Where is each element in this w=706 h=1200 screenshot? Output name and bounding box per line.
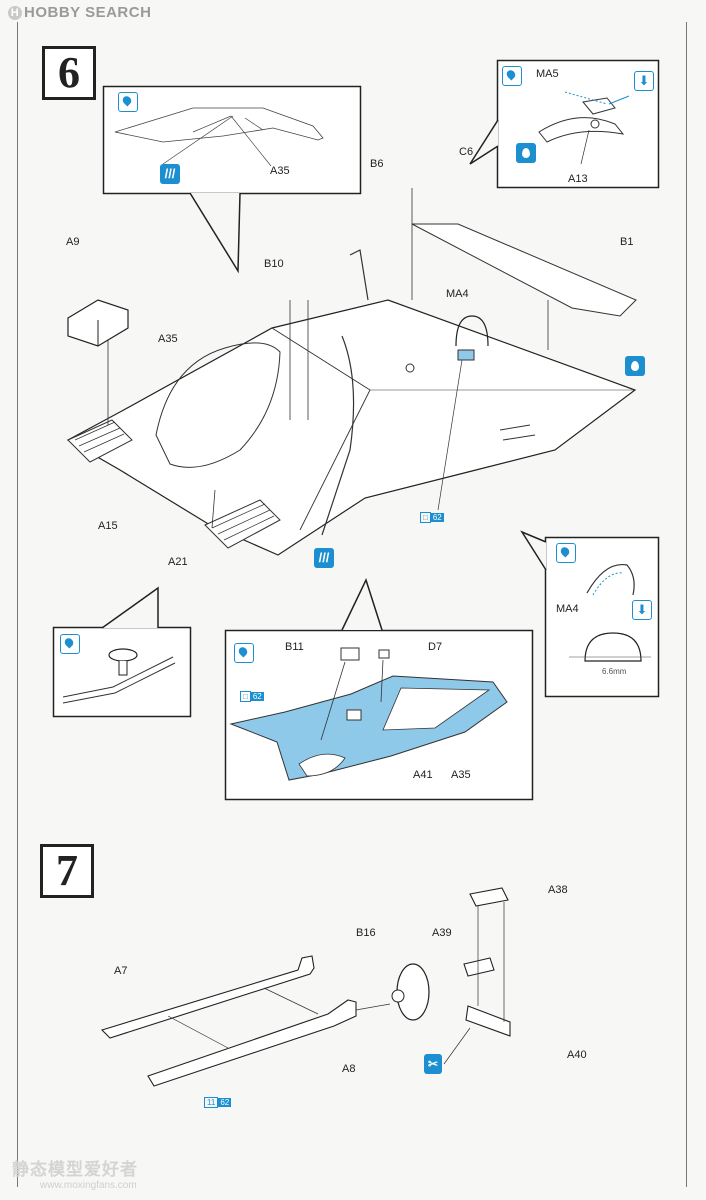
glue-icon bbox=[502, 66, 522, 86]
glue-icon bbox=[118, 92, 138, 112]
step-number-6: 6 bbox=[42, 46, 96, 100]
cement-drop-icon bbox=[516, 143, 536, 163]
label-a41: A41 bbox=[413, 769, 433, 781]
label-b6: B6 bbox=[370, 158, 384, 170]
part-ref-main-num: 62 bbox=[430, 513, 444, 522]
glue-icon bbox=[556, 543, 576, 563]
logo-text: HOBBY SEARCH bbox=[24, 4, 152, 21]
glue-icon bbox=[234, 643, 254, 663]
label-b11: B11 bbox=[285, 641, 304, 653]
tool-icon: ✂ bbox=[424, 1054, 442, 1074]
part-ref-blue-num: 62 bbox=[250, 692, 264, 701]
label-ma4: MA4 bbox=[446, 288, 469, 300]
part-ref-main-box: □ bbox=[420, 512, 431, 523]
label-ma5: MA5 bbox=[536, 68, 559, 80]
label-a13: A13 bbox=[568, 173, 588, 185]
inset-ma4-pointer bbox=[520, 530, 547, 571]
label-a38: A38 bbox=[548, 884, 568, 896]
label-c6: C6 bbox=[459, 146, 474, 158]
label-b16: B16 bbox=[356, 927, 376, 939]
label-a7: A7 bbox=[114, 965, 128, 977]
label-a21: A21 bbox=[168, 556, 188, 568]
part-ref-step7-box: 11 bbox=[204, 1097, 219, 1108]
part-ref-blue-box: □ bbox=[240, 691, 251, 702]
label-a35-inset: A35 bbox=[270, 165, 290, 177]
inset-a35-pointer bbox=[189, 192, 241, 274]
label-b1: B1 bbox=[620, 236, 634, 248]
label-a15: A15 bbox=[98, 520, 118, 532]
label-b10: B10 bbox=[264, 258, 284, 270]
label-a9: A9 bbox=[66, 236, 80, 248]
label-a40: A40 bbox=[567, 1049, 587, 1061]
drill-icon: /// bbox=[160, 164, 180, 184]
drill-icon: /// bbox=[314, 548, 334, 568]
watermark-chinese: 静态模型爱好者 bbox=[12, 1160, 138, 1179]
hull-assembly-drawing bbox=[66, 188, 637, 556]
part-ref-step7-num: 62 bbox=[218, 1098, 232, 1107]
gun-barrel-drawing bbox=[100, 887, 511, 1087]
page-frame bbox=[17, 22, 687, 1187]
measurement-label: 6.6mm bbox=[602, 667, 627, 676]
inset-a35-underside bbox=[224, 629, 534, 801]
label-a39: A39 bbox=[432, 927, 452, 939]
inset-ma5-pointer bbox=[469, 119, 499, 165]
down-arrow-icon: ⬇ bbox=[634, 71, 654, 91]
label-a35-main: A35 bbox=[158, 333, 178, 345]
label-a8: A8 bbox=[342, 1063, 356, 1075]
label-d7: D7 bbox=[428, 641, 443, 653]
watermark-url: www.moxingfans.com bbox=[40, 1180, 137, 1191]
glue-icon bbox=[60, 634, 80, 654]
label-a35-blue: A35 bbox=[451, 769, 471, 781]
inset-a15-pointer bbox=[101, 586, 159, 629]
inset-ma5-detail bbox=[496, 59, 660, 189]
inset-a35-detail bbox=[102, 85, 362, 195]
step-number-7: 7 bbox=[40, 844, 94, 898]
down-arrow-icon: ⬇ bbox=[632, 600, 652, 620]
inset-underside-pointer bbox=[341, 577, 383, 631]
part-ref-main: □62 bbox=[420, 512, 444, 523]
cement-drop-icon bbox=[625, 356, 645, 376]
label-ma4-inset: MA4 bbox=[556, 603, 579, 615]
part-ref-blue: □62 bbox=[240, 691, 264, 702]
logo-mark-icon: H bbox=[8, 6, 22, 20]
